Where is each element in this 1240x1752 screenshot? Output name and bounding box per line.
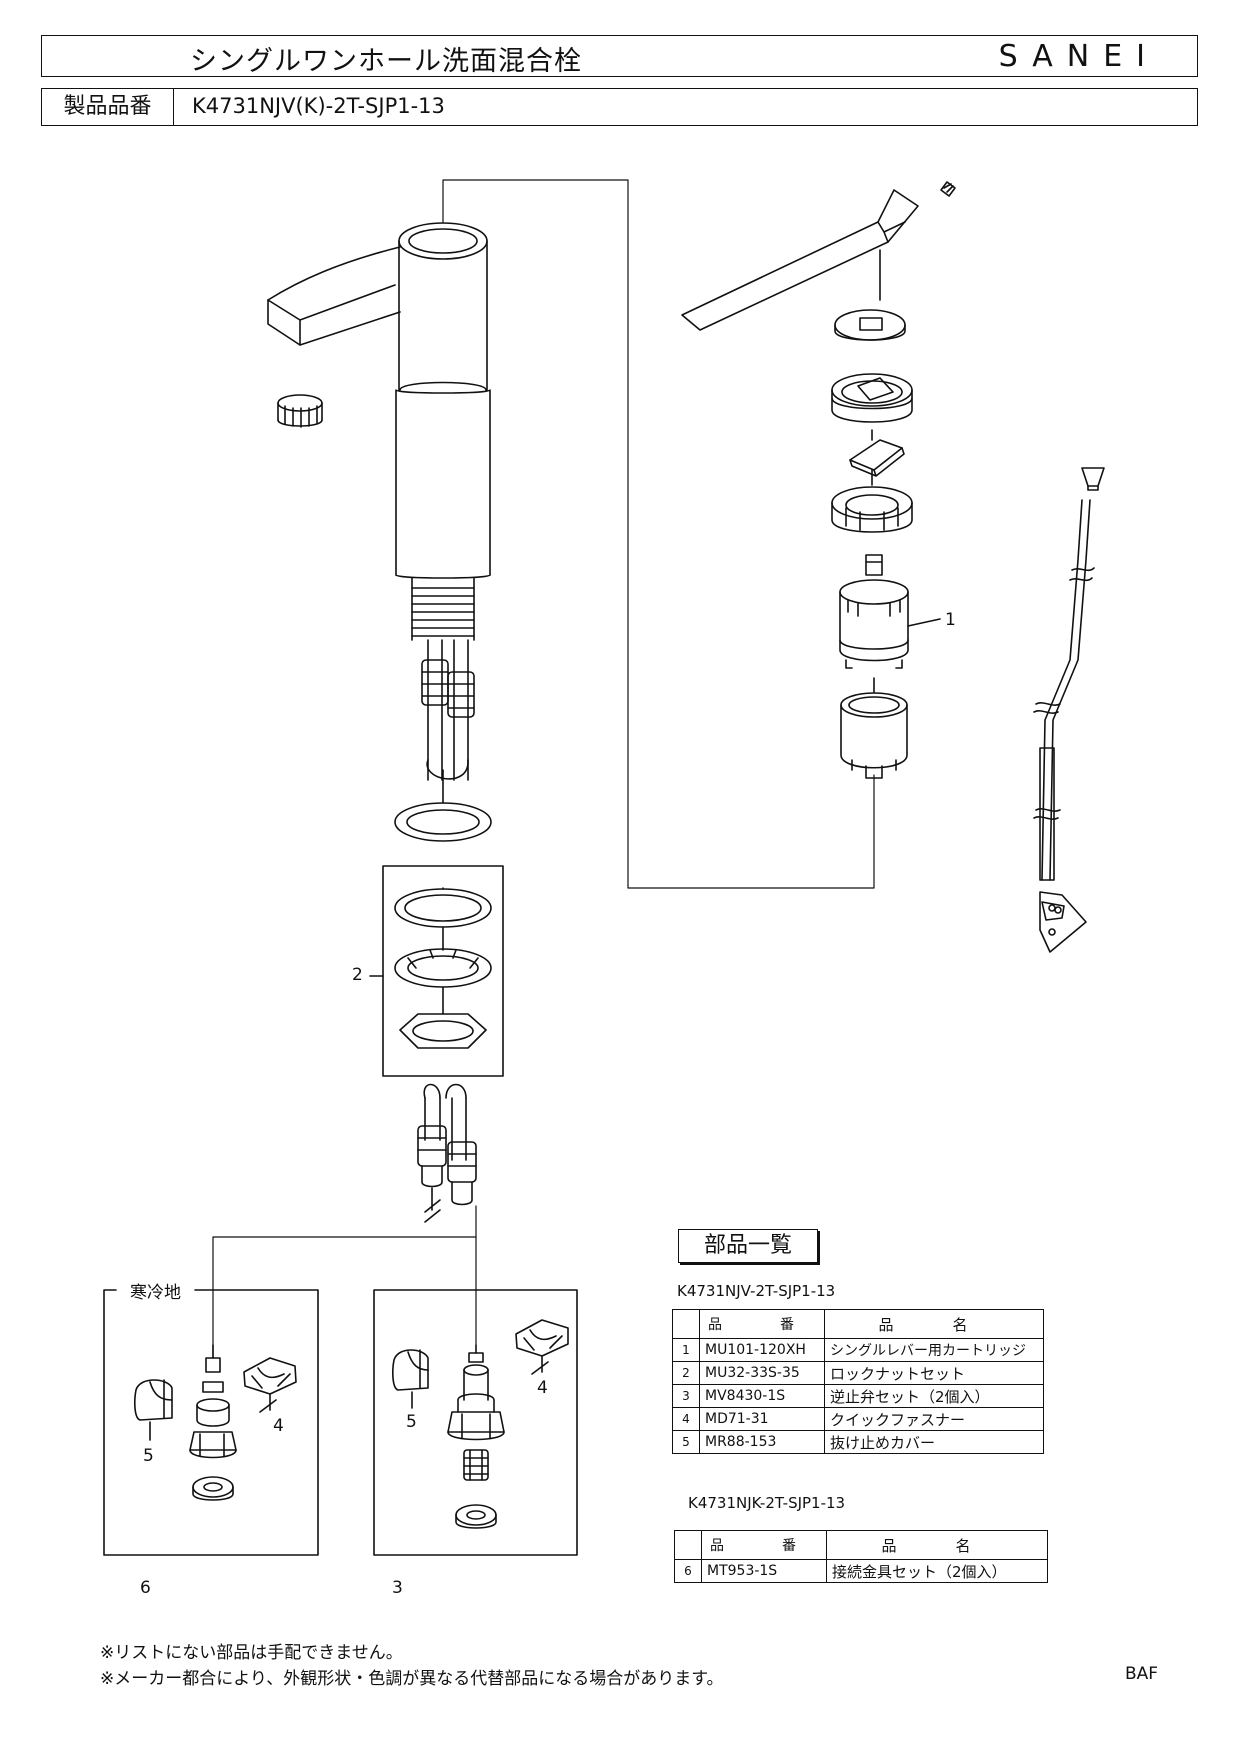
callout-5-cold: 5 xyxy=(143,1446,154,1466)
leader-lines xyxy=(212,179,875,1359)
cartridge xyxy=(839,554,941,669)
header-code: 品 番 xyxy=(701,1530,827,1560)
title-bar: シングルワンホール洗面混合栓 SANEI xyxy=(41,35,1198,77)
document-code: BAF xyxy=(1125,1664,1159,1684)
callout-6: 6 xyxy=(140,1578,151,1598)
callout-2: 2 xyxy=(352,965,363,985)
header-code: 品 番 xyxy=(699,1309,825,1339)
washer-upper xyxy=(394,769,492,842)
callout-4-cold: 4 xyxy=(273,1416,284,1436)
callout-3: 3 xyxy=(392,1578,403,1598)
note-line-2: ※メーカー都合により、外観形状・色調が異なる代替部品になる場合があります。 xyxy=(100,1669,724,1689)
header-name: 品 名 xyxy=(824,1309,1044,1339)
lock-nut-set xyxy=(369,865,504,1077)
header-name: 品 名 xyxy=(826,1530,1048,1560)
table-row: 6 MT953-1S 接続金具セット（2個入） xyxy=(674,1559,1048,1583)
page-title: シングルワンホール洗面混合栓 xyxy=(190,46,582,77)
product-number-value: K4731NJV(K)-2T-SJP1-13 xyxy=(192,94,445,118)
cold-region-label: 寒冷地 xyxy=(126,1278,185,1303)
cartridge-bonnet xyxy=(831,373,913,423)
table-row: 3 MV8430-1S 逆止弁セット（2個入） xyxy=(672,1384,1044,1408)
table-row: 5 MR88-153 抜け止めカバー xyxy=(672,1430,1044,1454)
cartridge-nut xyxy=(831,486,913,533)
drain-rod xyxy=(1033,467,1105,953)
handle-cap xyxy=(834,309,906,341)
model-number-2: K4731NJK-2T-SJP1-13 xyxy=(688,1494,846,1512)
brand-logo: SANEI xyxy=(998,39,1159,74)
callout-5-standard: 5 xyxy=(406,1412,417,1432)
callout-1: 1 xyxy=(945,610,956,630)
aerator xyxy=(277,394,323,428)
table-row: 2 MU32-33S-35 ロックナットセット xyxy=(672,1361,1044,1385)
lever-handle xyxy=(681,181,956,331)
product-number-label: 製品品番 xyxy=(42,89,174,125)
model-number-1: K4731NJV-2T-SJP1-13 xyxy=(677,1282,836,1300)
retaining-clip xyxy=(849,429,905,486)
table-header-row: 品 番 品 名 xyxy=(672,1309,1044,1339)
parts-list-title: 部品一覧 xyxy=(678,1229,818,1263)
table-header-row: 品 番 品 名 xyxy=(674,1530,1048,1560)
table-row: 1 MU101-120XH シングルレバー用カートリッジ xyxy=(672,1338,1044,1362)
parts-table-1: 品 番 品 名 1 MU101-120XH シングルレバー用カートリッジ 2 M… xyxy=(672,1309,1044,1454)
table-row: 4 MD71-31 クイックファスナー xyxy=(672,1407,1044,1431)
standard-fittings xyxy=(373,1289,578,1556)
cold-region-fittings xyxy=(103,1289,319,1556)
product-number-bar: 製品品番 K4731NJV(K)-2T-SJP1-13 xyxy=(41,88,1198,126)
faucet-body xyxy=(267,222,491,641)
supply-hoses-lower xyxy=(417,1083,477,1223)
supply-hoses-upper xyxy=(421,639,475,781)
cartridge-sleeve xyxy=(840,677,908,779)
note-line-1: ※リストにない部品は手配できません。 xyxy=(100,1643,403,1663)
parts-table-2: 品 番 品 名 6 MT953-1S 接続金具セット（2個入） xyxy=(674,1530,1048,1583)
callout-4-standard: 4 xyxy=(537,1378,548,1398)
